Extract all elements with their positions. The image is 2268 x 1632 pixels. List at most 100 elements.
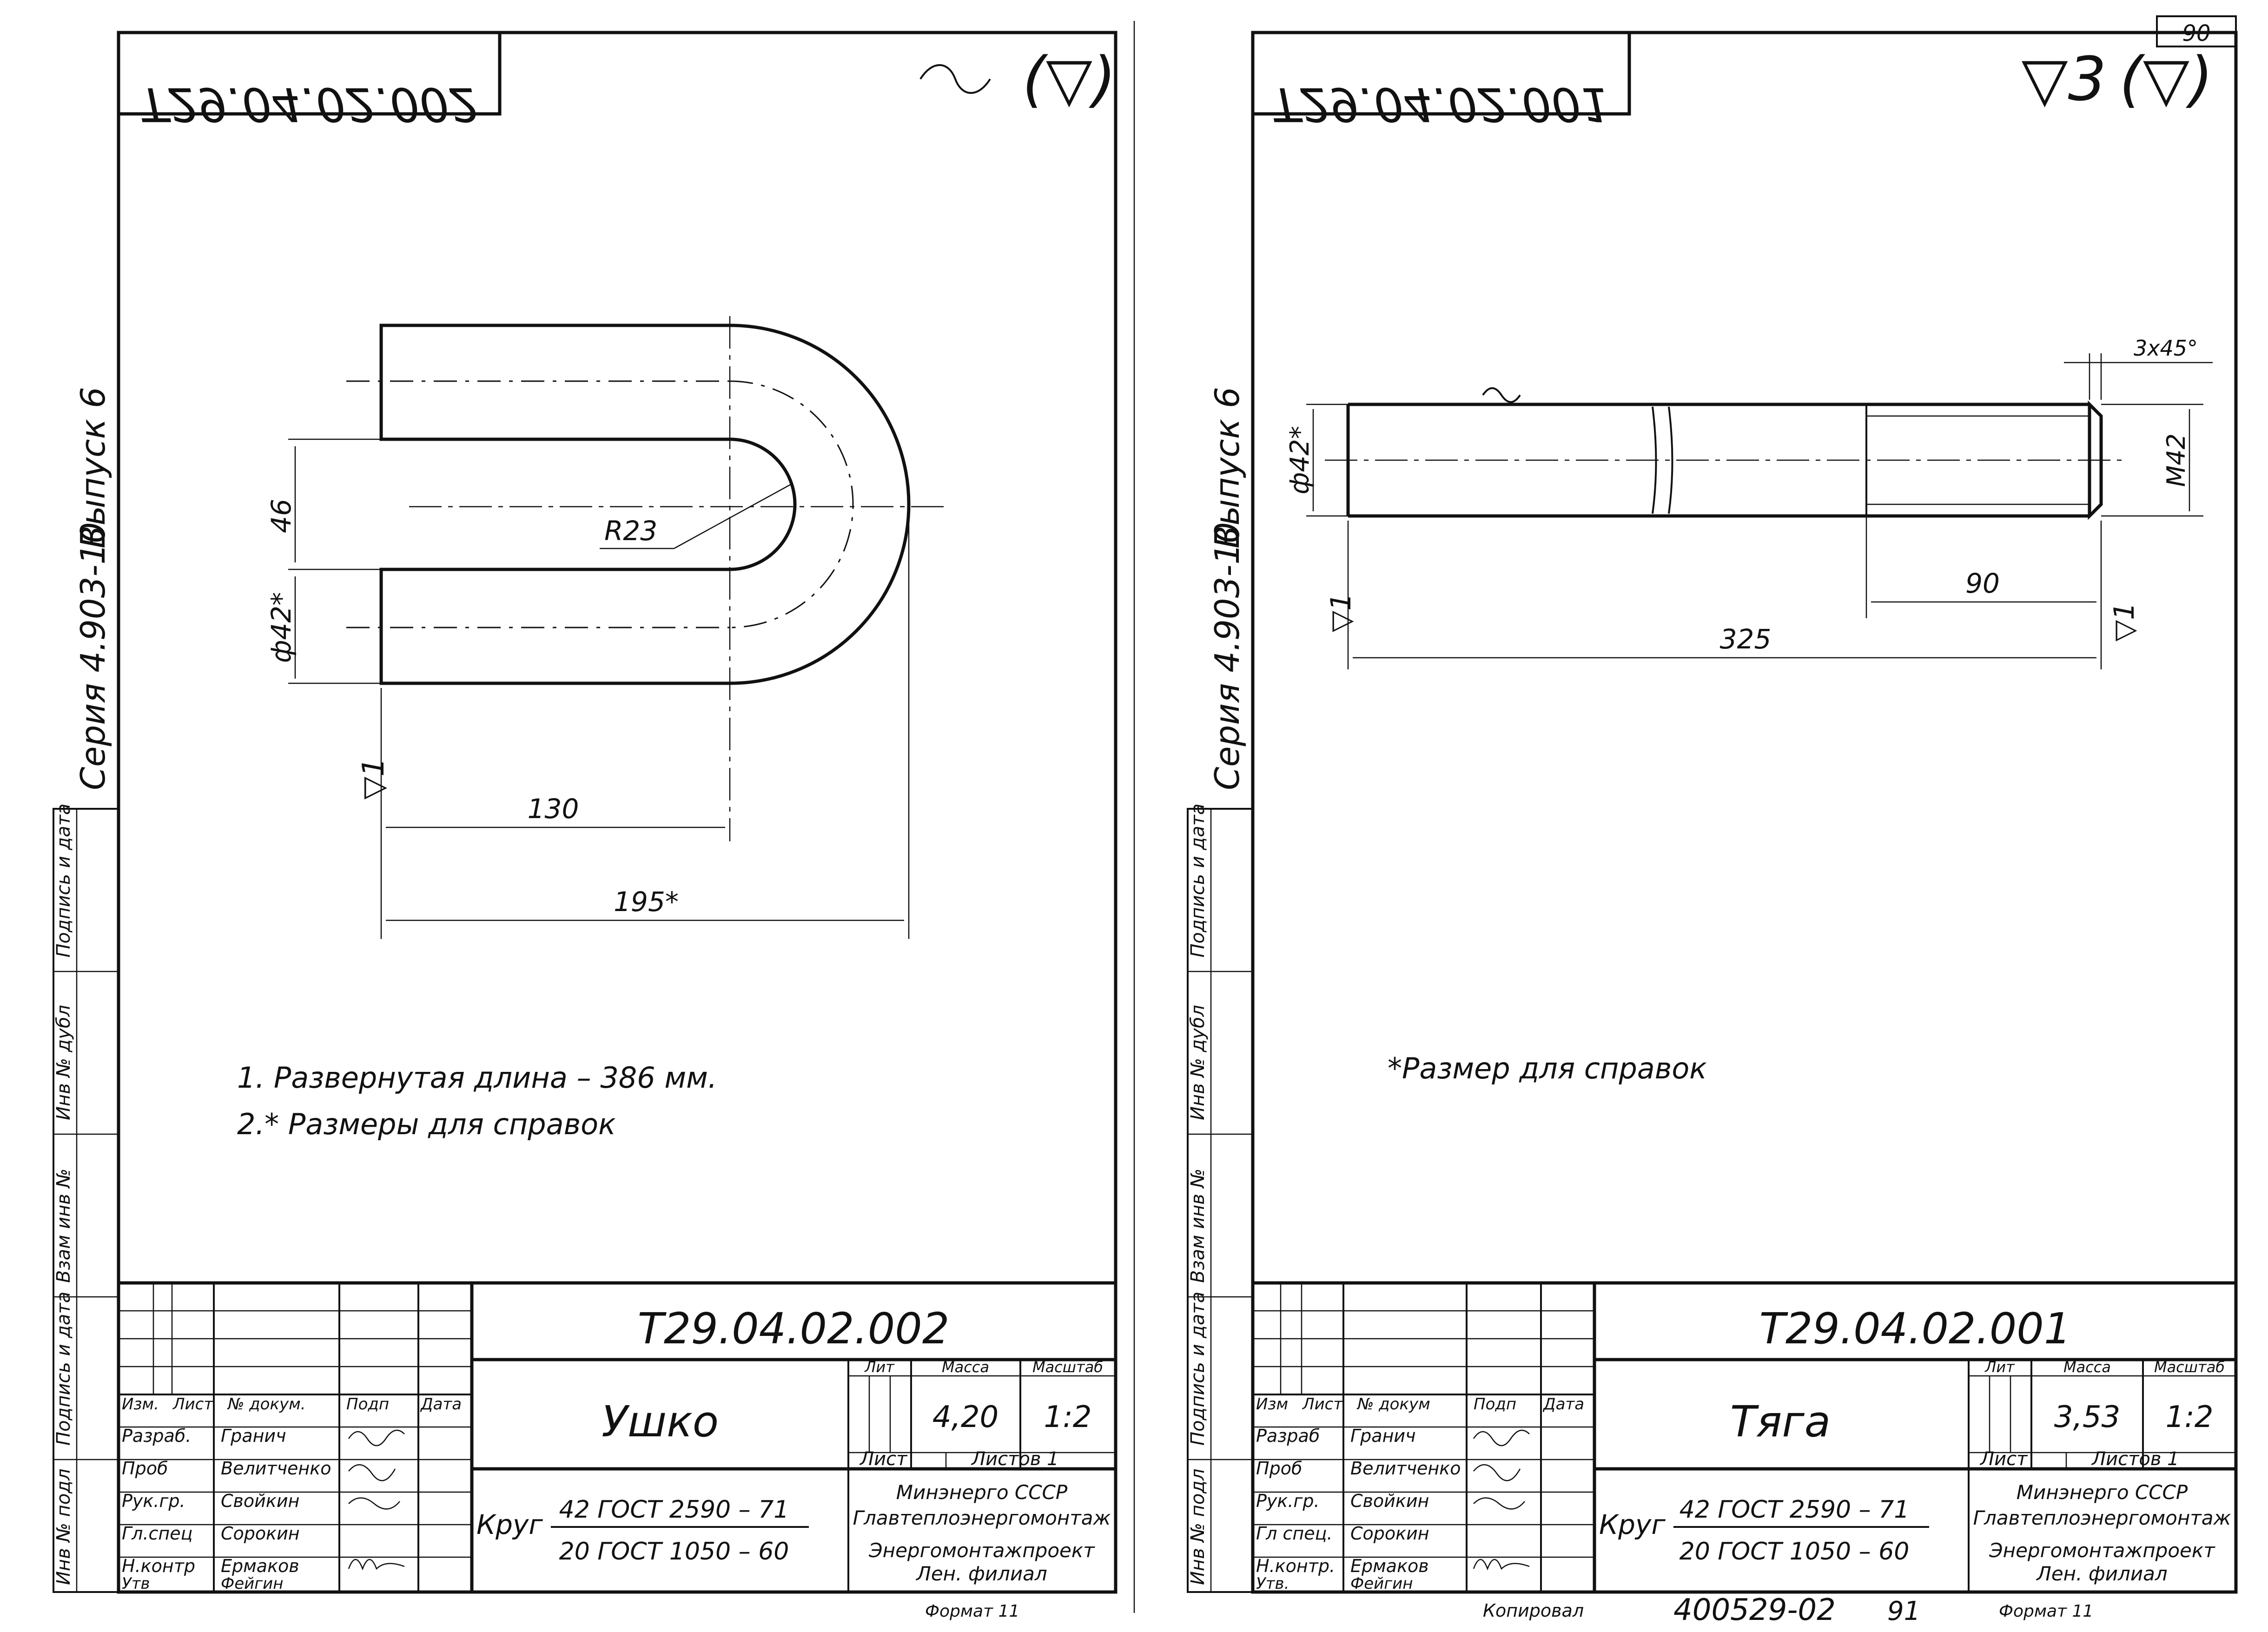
left-format-note: Формат 11	[925, 1602, 1019, 1621]
left-dim-overall: 195*	[614, 886, 679, 918]
left-person-4: Сорокин	[221, 1523, 300, 1544]
right-sheets-count: Листов 1	[2091, 1448, 2179, 1470]
left-sheet-label: Лист	[859, 1448, 908, 1470]
left-role-6: Утв	[122, 1574, 150, 1593]
right-stamp-2: Инв № дубл	[1187, 1005, 1209, 1120]
wavy-roughness-icon	[919, 64, 991, 94]
right-roughness-surface: ▽1	[1325, 593, 1357, 632]
right-role-5: Н.контр.	[1256, 1556, 1335, 1576]
right-person-4: Сорокин	[1350, 1523, 1429, 1544]
left-col-mass: Масса	[942, 1358, 989, 1376]
left-note-2: 2.* Размеры для справок	[237, 1107, 616, 1141]
wavy-roughness-icon-2	[1482, 387, 1521, 403]
left-sheets-count: Листов 1	[971, 1448, 1059, 1470]
right-side-stamp	[1187, 808, 1254, 1593]
right-stamp-3: Взам инв №	[1187, 1169, 1209, 1283]
left-col-lit: Лит	[864, 1358, 895, 1376]
right-org-3: Энергомонтажпроект	[1989, 1539, 2215, 1562]
left-issue: Выпуск 6	[73, 387, 112, 548]
left-org-2: Главтеплоэнергомонтаж	[853, 1506, 1111, 1529]
left-stamp-4: Подпись и дата	[53, 1292, 74, 1446]
left-person-2: Велитченко	[221, 1458, 331, 1479]
left-person-5: Ермаков	[221, 1556, 299, 1576]
archive-number: 400529-02	[1673, 1593, 1836, 1627]
left-roughness-general: (▽)	[1022, 44, 1116, 114]
right-role-6: Утв.	[1256, 1574, 1289, 1593]
right-stamp-5: Инв № подл	[1187, 1468, 1209, 1585]
right-role-2: Проб	[1256, 1458, 1302, 1479]
right-col-doc: № докум	[1356, 1395, 1430, 1414]
right-material-bottom: 20 ГОСТ 1050 – 60	[1680, 1538, 1910, 1566]
left-col-izm: Изм.	[122, 1395, 159, 1414]
left-side-stamp	[53, 808, 119, 1593]
right-col-mass: Масса	[2063, 1358, 2111, 1376]
left-stamp-3: Взам инв №	[53, 1169, 74, 1283]
tyaga-drawing: ф42* M42 3x45° 90 325 ▽1 ▽1	[1285, 336, 2213, 669]
left-role-1: Разраб.	[122, 1426, 191, 1446]
left-stamp-5: Инв № подл	[53, 1468, 74, 1585]
right-col-sign: Подп	[1474, 1395, 1516, 1414]
right-sheet-label: Лист	[1979, 1448, 2028, 1470]
left-material-top: 42 ГОСТ 2590 – 71	[559, 1496, 789, 1524]
right-person-3: Свойкин	[1350, 1491, 1429, 1511]
right-dim-thread: M42	[2162, 433, 2191, 487]
archive-page: 91	[1887, 1596, 1920, 1626]
left-stamp-2: Инв № дубл	[53, 1005, 74, 1120]
right-sheet: Подпись и дата Инв № дубл Взам инв № Под…	[1187, 31, 2238, 1627]
left-scale: 1:2	[1044, 1400, 1092, 1434]
right-scale: 1:2	[2166, 1400, 2214, 1434]
right-role-3: Рук.гр.	[1256, 1491, 1320, 1511]
right-col-scale: Масштаб	[2154, 1358, 2225, 1376]
signature-3	[348, 1497, 400, 1510]
right-dim-overall: 325	[1720, 623, 1772, 655]
signature-8	[1473, 1559, 1530, 1571]
right-role-4: Гл спец.	[1256, 1523, 1333, 1544]
right-org-2: Главтеплоэнергомонтаж	[1973, 1506, 2231, 1529]
right-org-4: Лен. филиал	[2036, 1562, 2168, 1585]
right-dim-thread-len: 90	[1965, 568, 2000, 599]
left-col-date: Дата	[420, 1395, 462, 1414]
right-issue: Выпуск 6	[1208, 387, 1247, 548]
left-org-4: Лен. филиал	[915, 1562, 1047, 1585]
left-dim-diameter: ф42*	[265, 592, 297, 663]
left-person-6: Фейгин	[221, 1574, 283, 1593]
copied-label: Копировал	[1483, 1600, 1584, 1621]
left-mirror-box	[117, 31, 502, 116]
signature-1	[348, 1429, 405, 1447]
left-role-2: Проб	[122, 1458, 168, 1479]
left-dim-height: 46	[265, 499, 297, 533]
signature-4	[348, 1559, 405, 1571]
right-roughness-surface-2: ▽1	[2108, 602, 2141, 641]
ushko-drawing: R23 46 ф42* ▽1 130 195*	[265, 316, 944, 939]
signature-5	[1473, 1429, 1530, 1447]
left-designation: T29.04.02.002	[638, 1304, 950, 1354]
right-role-1: Разраб	[1256, 1426, 1320, 1446]
right-material-top: 42 ГОСТ 2590 – 71	[1680, 1496, 1910, 1524]
right-material-prefix: Круг	[1599, 1509, 1666, 1540]
left-col-list: Лист	[172, 1395, 213, 1414]
signature-2	[348, 1464, 396, 1481]
left-roughness-surface: ▽1	[357, 758, 391, 799]
right-part-name: Тяга	[1730, 1397, 1831, 1447]
right-person-5: Ермаков	[1350, 1556, 1429, 1576]
left-org-3: Энергомонтажпроект	[868, 1539, 1095, 1562]
left-role-5: Н.контр	[122, 1556, 195, 1576]
left-dim-radius: R23	[604, 515, 657, 547]
left-stamp-1: Подпись и дата	[53, 804, 74, 958]
left-mirror-number: T29.04.02.002	[139, 77, 478, 132]
right-stamp-1: Подпись и дата	[1187, 804, 1209, 958]
right-person-2: Велитченко	[1350, 1458, 1461, 1479]
right-roughness-class: ▽3	[2022, 44, 2107, 114]
left-dim-straight: 130	[528, 793, 579, 825]
right-note-1: *Размер для справок	[1388, 1051, 1707, 1085]
left-role-4: Гл.спец	[122, 1523, 193, 1544]
left-title-block: Изм. Лист № докум. Подп Дата Разраб. Гра…	[117, 1281, 1117, 1594]
right-dim-diameter: ф42*	[1285, 426, 1315, 494]
right-mirror-number: T29.04.02.001	[1271, 77, 1610, 132]
left-part-name: Ушко	[602, 1397, 719, 1447]
signature-7	[1473, 1497, 1525, 1510]
right-col-list: Лист	[1302, 1395, 1343, 1414]
left-role-3: Рук.гр.	[122, 1491, 185, 1511]
left-mass: 4,20	[932, 1400, 999, 1434]
